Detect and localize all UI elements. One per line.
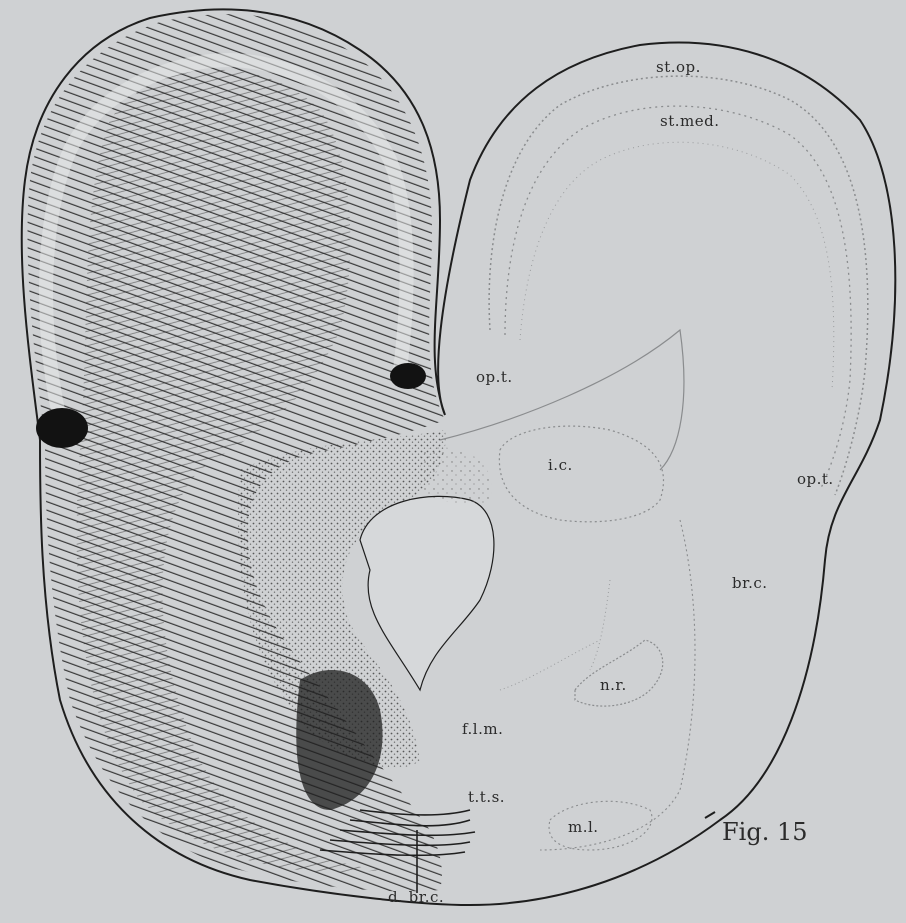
optic-tract-left-dark <box>36 408 88 448</box>
aqueduct-outline <box>360 496 494 690</box>
label-i-c: i.c. <box>548 456 573 474</box>
label-d-br-c: d. br.c. <box>388 888 444 906</box>
label-st-med: st.med. <box>660 112 719 130</box>
flm-line-2 <box>590 580 610 670</box>
light-stipple-middle <box>420 447 492 504</box>
red-nucleus-outline <box>575 640 663 706</box>
label-f-l-m: f.l.m. <box>462 720 503 738</box>
inner-layer-line <box>520 142 834 390</box>
figure-caption: Fig. 15 <box>722 818 808 846</box>
label-br-c: br.c. <box>732 574 768 592</box>
inferior-colliculus-outline <box>499 426 663 522</box>
fig-pointer-mark <box>705 812 715 818</box>
label-st-op: st.op. <box>656 58 701 76</box>
label-m-l: m.l. <box>568 818 599 836</box>
label-n-r: n.r. <box>600 676 627 694</box>
label-op-t-right: op.t. <box>797 470 834 488</box>
flm-line <box>500 640 600 690</box>
label-op-t-left: op.t. <box>476 368 513 386</box>
label-t-t-s: t.t.s. <box>468 788 505 806</box>
central-grey <box>440 330 684 470</box>
optic-tract-mid-dark <box>390 363 426 389</box>
